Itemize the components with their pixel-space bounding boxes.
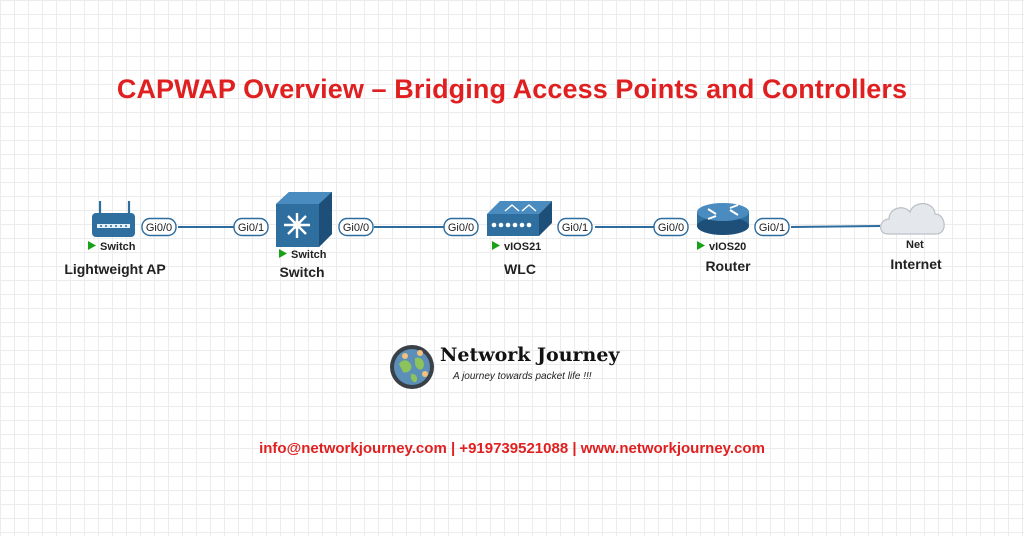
port-label-text: Gi0/1: [238, 222, 264, 234]
device-label-wlc: WLC: [504, 261, 536, 277]
device-label-internet: Internet: [890, 256, 942, 272]
status-label: Switch: [88, 241, 136, 253]
port-label: Gi0/0: [141, 217, 177, 237]
port-label-text: Gi0/0: [658, 222, 684, 234]
cloud-icon[interactable]: [880, 203, 945, 235]
port-labels: Gi0/0 Gi0/1 Gi0/0 Gi0/0 Gi0/1 Gi0/0 Gi0/1: [141, 217, 790, 237]
port-label-text: Gi0/0: [448, 222, 474, 234]
port-label-text: Gi0/0: [343, 222, 369, 234]
router-icon[interactable]: [697, 203, 749, 235]
status-label-text: vIOS21: [504, 241, 541, 253]
access-point-icon[interactable]: [92, 201, 135, 237]
status-arrow-icon: [492, 241, 500, 250]
port-label: Gi0/1: [557, 217, 593, 237]
device-label-switch: Switch: [279, 264, 325, 280]
status-label-text: Switch: [100, 241, 136, 253]
status-label: Switch: [279, 249, 327, 261]
port-label: Gi0/0: [338, 217, 374, 237]
status-label: Net: [906, 239, 924, 251]
status-label-text: Switch: [291, 249, 327, 261]
port-label-text: Gi0/1: [759, 222, 785, 234]
status-label: vIOS21: [492, 241, 541, 253]
port-label: Gi0/1: [754, 217, 790, 237]
port-label-text: Gi0/1: [562, 222, 588, 234]
port-label: Gi0/0: [653, 217, 689, 237]
status-label-text: vIOS20: [709, 241, 746, 253]
wireless-controller-icon[interactable]: [487, 201, 552, 236]
status-arrow-icon: [697, 241, 705, 250]
brand-tagline: A journey towards packet life !!!: [453, 371, 592, 382]
status-label: vIOS20: [697, 241, 746, 253]
status-arrow-icon: [279, 249, 287, 258]
status-arrow-icon: [88, 241, 96, 250]
status-label-text: Net: [906, 239, 924, 251]
link-router-internet[interactable]: [790, 225, 881, 228]
device-label-lightweight-ap: Lightweight AP: [64, 261, 166, 277]
device-label-router: Router: [705, 258, 751, 274]
port-label: Gi0/1: [233, 217, 269, 237]
globe-people-icon: [389, 344, 435, 390]
contact-info[interactable]: info@networkjourney.com | +919739521088 …: [259, 440, 765, 457]
brand-name: Network Journey: [440, 344, 620, 366]
page-title: CAPWAP Overview – Bridging Access Points…: [116, 74, 908, 104]
multilayer-switch-icon[interactable]: [276, 192, 332, 247]
port-label: Gi0/0: [443, 217, 479, 237]
port-label-text: Gi0/0: [146, 222, 172, 234]
